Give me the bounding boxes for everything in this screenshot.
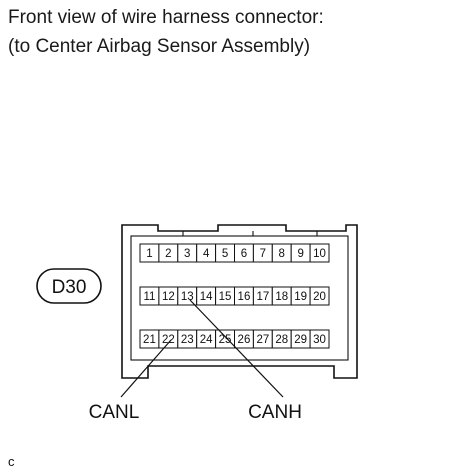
pin-number: 26 [238,334,251,346]
pin-number: 19 [294,291,307,303]
pin-number: 10 [313,248,326,260]
pin-number: 1 [146,248,152,260]
connector-code: D30 [52,277,87,298]
pin-number: 11 [143,291,155,303]
pin-number: 25 [219,334,232,346]
pin-number: 8 [279,248,285,260]
pin-number: 6 [241,248,247,260]
figure-id-mark: c [8,454,15,469]
pin-number: 23 [181,334,194,346]
canh-leader-line [189,299,284,398]
pin-number: 4 [203,248,210,260]
pin-number: 9 [297,248,303,260]
pin-number: 12 [162,291,175,303]
pin-number: 21 [143,334,156,346]
canl-label: CANL [89,402,140,423]
diagram-title-line-2: (to Center Airbag Sensor Assembly) [8,36,311,57]
pin-cell [309,286,330,306]
pin-cell [309,329,330,349]
pin-number: 22 [162,334,175,346]
connector-housing [121,224,358,379]
pin-number: 17 [256,291,269,303]
pin-number: 7 [260,248,266,260]
connector-code-badge [36,268,102,304]
pin-number: 20 [313,291,326,303]
pin-number: 3 [184,248,190,260]
pin-number: 27 [256,334,269,346]
pin-number: 15 [219,291,232,303]
pin-number: 30 [313,334,326,346]
pin-number: 16 [238,291,251,303]
canh-label: CANH [248,402,302,423]
pin-number: 5 [222,248,228,260]
pin-cell [309,243,330,263]
pin-number: 2 [165,248,171,260]
pin-number: 18 [275,291,288,303]
diagram-title-line-1: Front view of wire harness connector: [8,7,324,28]
pin-number: 14 [200,291,213,303]
canl-leader-line [120,339,172,398]
pin-number: 28 [275,334,288,346]
pin-number: 24 [200,334,213,346]
pin-number: 29 [294,334,307,346]
